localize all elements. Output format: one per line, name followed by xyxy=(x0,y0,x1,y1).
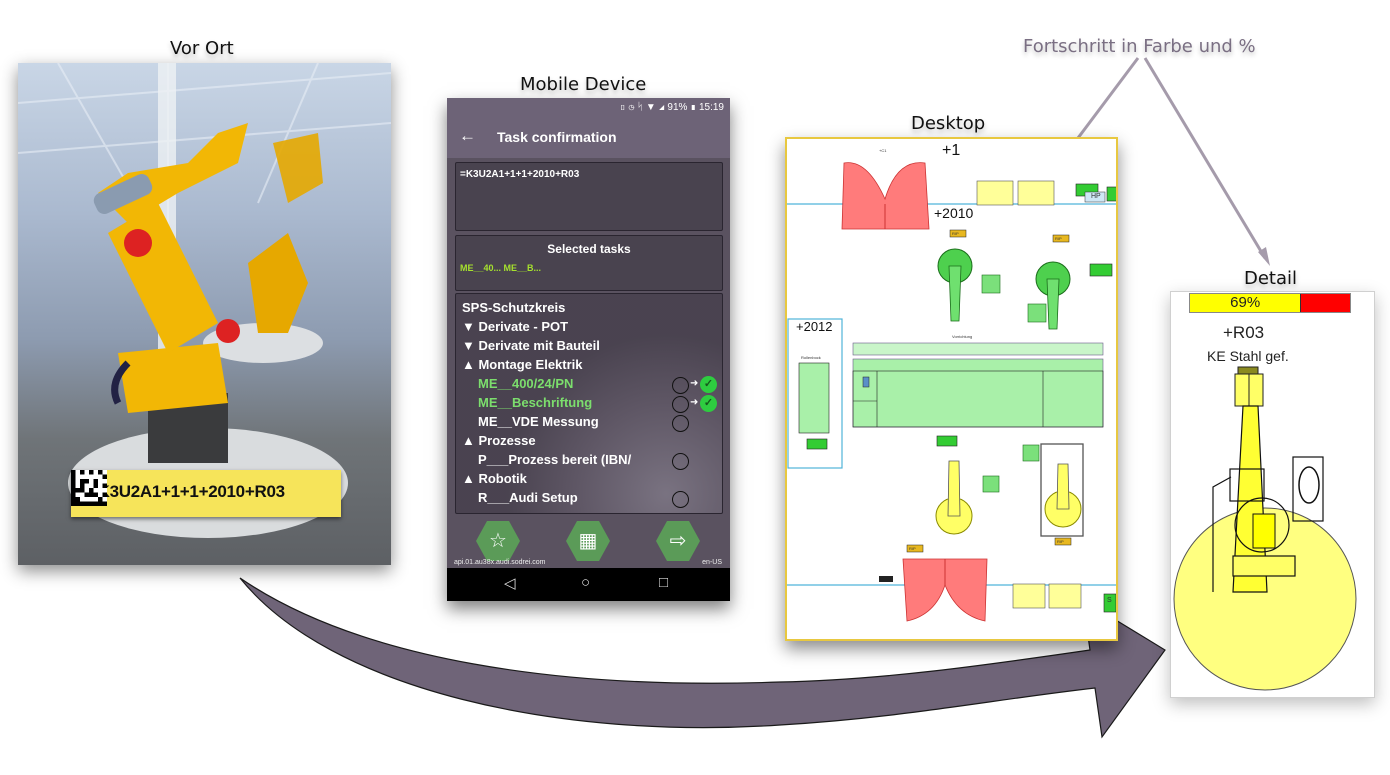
desktop-layout-plan: +1 +2010 +2012 +C1 HP RIP RIP Rollenbock… xyxy=(785,137,1118,641)
progress-label: 69% xyxy=(1230,294,1261,311)
vibrate-icon: ▯ xyxy=(619,102,626,113)
plant-layout-drawing xyxy=(787,162,1116,622)
label-mobile-device: Mobile Device xyxy=(520,74,647,95)
selected-tasks-panel: Selected tasks ME__40... ME__B... xyxy=(455,235,723,291)
scanned-code-field[interactable]: =K3U2A1+1+1+2010+R03 xyxy=(455,162,723,231)
screen-title: Task confirmation xyxy=(497,129,617,145)
back-arrow-icon[interactable]: ← xyxy=(459,126,476,145)
label-rollenbock: Rollenbock xyxy=(801,355,821,360)
status-bar: ▯ ◷ ᛋ ▼ ◢ 91% ▮ 15:19 xyxy=(447,98,730,118)
task-item[interactable]: ME__400/24/PN xyxy=(478,376,574,391)
task-status-circle[interactable] xyxy=(672,415,689,432)
tree-group-robotik[interactable]: ▲ Robotik xyxy=(462,471,527,486)
detail-view: 69% +R03 KE Stahl gef. xyxy=(1170,291,1375,698)
task-item[interactable]: R___Audi Setup xyxy=(478,490,578,505)
task-status-circle[interactable] xyxy=(672,377,689,394)
progress-fill xyxy=(1190,294,1302,312)
locale: en-US xyxy=(702,559,722,566)
tree-group-montage-elektrik[interactable]: ▲ Montage Elektrik xyxy=(462,357,583,372)
datamatrix-code-icon xyxy=(71,470,107,506)
task-status-circle[interactable] xyxy=(672,453,689,470)
label-detail: Detail xyxy=(1244,268,1298,289)
nav-home-icon[interactable]: ○ xyxy=(581,574,591,591)
label-c1: +C1 xyxy=(879,148,887,153)
server-url: api.01.au38x.audi.sodrei.com xyxy=(454,559,546,566)
label-rip-4: RIP xyxy=(1057,539,1064,544)
task-item[interactable]: ME__VDE Messung xyxy=(478,414,599,429)
task-status-circle[interactable] xyxy=(672,396,689,413)
tree-root: SPS-Schutzkreis xyxy=(462,300,566,315)
label-hp: HP xyxy=(1091,193,1101,200)
task-status-circle[interactable] xyxy=(672,491,689,508)
logout-button[interactable]: ⇨ xyxy=(656,521,700,561)
app-bar: ← Task confirmation xyxy=(447,118,730,158)
signal-icon: ᛋ xyxy=(637,102,644,113)
label-rip-1: RIP xyxy=(952,231,959,236)
label-vor-ort: Vor Ort xyxy=(170,38,234,59)
android-nav-bar: ◁ ○ □ xyxy=(447,568,730,601)
label-vorrichtung: Vorrichtung xyxy=(952,334,973,339)
tree-group-prozesse[interactable]: ▲ Prozesse xyxy=(462,433,536,448)
alarm-icon: ◷ xyxy=(628,102,635,113)
mobile-device-screen: ▯ ◷ ᛋ ▼ ◢ 91% ▮ 15:19 ← Task confirmatio… xyxy=(447,98,730,601)
selected-tasks-list[interactable]: ME__40... ME__B... xyxy=(460,263,542,273)
logout-icon: ⇨ xyxy=(669,530,687,552)
qr-scan-button[interactable]: ▦ xyxy=(566,521,610,561)
task-item[interactable]: ME__Beschriftung xyxy=(478,395,593,410)
favorite-button[interactable]: ☆ xyxy=(476,521,520,561)
equipment-tag: =K3U2A1+1+1+2010+R03 xyxy=(71,470,341,517)
wifi-icon: ▼ xyxy=(645,102,656,113)
label-s: S xyxy=(1107,597,1112,604)
arrow-right-icon: ➜ xyxy=(690,378,699,389)
annotation-progress: Fortschritt in Farbe und % xyxy=(1023,36,1256,57)
equipment-tag-code: =K3U2A1+1+1+2010+R03 xyxy=(88,482,285,501)
check-icon: ✓ xyxy=(700,376,717,393)
arrow-right-icon: ➜ xyxy=(690,397,699,408)
nav-back-icon[interactable]: ◁ xyxy=(504,575,516,592)
tree-group-derivate-pot[interactable]: ▼ Derivate - POT xyxy=(462,319,569,334)
status-right: ▯ ◷ ᛋ ▼ ◢ 91% ▮ 15:19 xyxy=(620,102,724,113)
scanned-code-value: =K3U2A1+1+1+2010+R03 xyxy=(460,169,580,180)
robot-id: +R03 xyxy=(1223,323,1265,342)
robot-name: KE Stahl gef. xyxy=(1207,348,1289,364)
task-item[interactable]: P___Prozess bereit (IBN/ xyxy=(478,452,632,467)
robot-detail-drawing xyxy=(1173,366,1357,691)
task-tree: SPS-Schutzkreis ▼ Derivate - POT ▼ Deriv… xyxy=(455,293,723,514)
cell-icon: ◢ xyxy=(658,102,665,113)
tree-group-derivate-bauteil[interactable]: ▼ Derivate mit Bauteil xyxy=(462,338,600,353)
battery-icon: ▮ xyxy=(690,102,697,113)
zone-label-top: +1 xyxy=(942,142,961,159)
nav-recents-icon[interactable]: □ xyxy=(659,574,669,591)
site-photo: =K3U2A1+1+1+2010+R03 xyxy=(18,63,391,565)
battery-percent: 91% xyxy=(667,102,688,113)
qr-code-icon: ▦ xyxy=(578,530,598,552)
zone-label-2012: +2012 xyxy=(796,319,833,334)
star-icon: ☆ xyxy=(489,530,507,552)
label-rip-2: RIP xyxy=(1055,236,1062,241)
clock: 15:19 xyxy=(698,102,724,113)
selected-tasks-heading: Selected tasks xyxy=(547,242,631,256)
zone-label-2010: +2010 xyxy=(934,205,974,221)
check-icon: ✓ xyxy=(700,395,717,412)
label-rip-3: RIP xyxy=(909,546,916,551)
progress-bar: 69% xyxy=(1189,293,1351,313)
label-desktop: Desktop xyxy=(911,113,986,134)
